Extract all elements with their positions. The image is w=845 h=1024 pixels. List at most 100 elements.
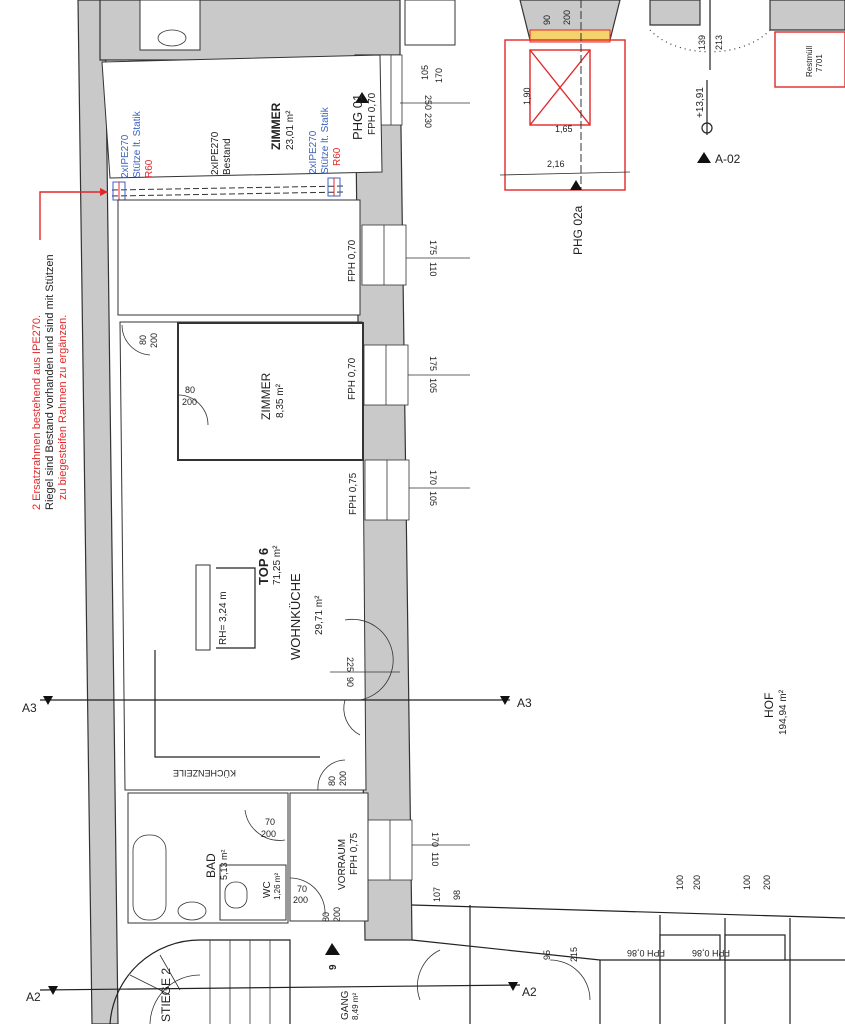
beam-label: Stütze lt. Statik — [132, 110, 143, 178]
section-label: PHG 02a — [571, 205, 585, 255]
dimension: FPH 0,75 — [348, 472, 359, 515]
dimension: 1,90 — [522, 87, 532, 105]
dimension: 80 — [138, 335, 148, 345]
a02-marker-icon — [697, 152, 711, 163]
section-marker-icon — [500, 696, 510, 705]
room-name: HOF — [762, 693, 776, 718]
room-name: GANG — [340, 990, 351, 1020]
dimension: 80 — [321, 912, 331, 922]
outer-wall-left — [77, 0, 119, 1024]
note-text: zu biegesteifen Rahmen zu ergänzen. — [57, 315, 69, 500]
dimension: 139 — [697, 35, 707, 50]
dimension: 200 — [261, 829, 276, 839]
room-area: 29,71 m² — [314, 595, 325, 635]
room-vorraum — [289, 792, 369, 922]
dimension-lines — [330, 102, 470, 846]
dimension: 90 — [345, 677, 355, 687]
dimension: 110 — [428, 262, 438, 276]
dimension: 230 — [423, 113, 433, 128]
dimension: FPH 0,86 — [627, 948, 665, 958]
washbasin-niche — [139, 0, 201, 51]
dimension: 2,16 — [547, 159, 565, 169]
stair-number: 9 — [328, 964, 339, 970]
dimension: 107 — [432, 887, 442, 902]
note-text: Riegel sind Bestand vorhanden und sind m… — [44, 254, 56, 510]
dimension: 80 — [185, 385, 195, 395]
section-label: A2 — [522, 985, 537, 999]
niche — [404, 0, 456, 46]
dimensions: 105 170 250 230 175 110 175 105 170 105 … — [138, 10, 772, 962]
dimension: 95 — [542, 950, 552, 960]
dimension: 200 — [692, 875, 702, 890]
shaft — [499, 0, 845, 191]
beam-line — [111, 191, 346, 197]
dimension: 100 — [742, 875, 752, 890]
dimension: 170 — [430, 832, 440, 847]
windows — [361, 54, 413, 881]
dimension: 110 — [430, 852, 440, 866]
section-marker-icon — [48, 986, 58, 995]
label-frame — [216, 567, 256, 649]
dimension: FPH 0,70 — [367, 92, 378, 135]
room-area: 23,01 m² — [285, 110, 296, 150]
room-upper — [117, 199, 361, 316]
kitchen-counter — [154, 650, 320, 758]
section-label: A3 — [22, 701, 37, 715]
dimension: 105 — [428, 491, 438, 506]
room-label: KÜCHENZEILE — [173, 768, 236, 778]
dimension: 250 — [423, 95, 433, 110]
dimension: 175 — [428, 356, 438, 371]
dimension: 225 — [345, 657, 355, 672]
bin-number: 7701 — [815, 54, 824, 72]
room-name: BAD — [204, 853, 218, 878]
dimension: 98 — [452, 890, 462, 900]
toilet-icon — [224, 881, 248, 909]
room-area: 194,94 m² — [778, 689, 789, 735]
callout-line — [39, 191, 108, 240]
stair-arrow-icon — [325, 943, 340, 955]
section-marker-icon — [508, 982, 518, 991]
dimension: 200 — [762, 875, 772, 890]
dimension: 170 — [434, 68, 444, 83]
room-name: VORRAUM — [337, 839, 348, 890]
furniture — [195, 564, 211, 651]
dimension: 105 — [420, 65, 430, 80]
section-label: A3 — [517, 696, 532, 710]
beam-label: Stütze lt. Statik — [320, 106, 331, 174]
beam-label: 2xIPE270 — [210, 131, 221, 175]
section-marker-icon — [43, 696, 53, 705]
section-a2-line — [39, 984, 521, 991]
dimension: 70 — [265, 817, 275, 827]
room-name: WOHNKÜCHE — [288, 573, 303, 660]
door-swing — [244, 809, 286, 841]
dimension: 1,65 — [555, 124, 573, 134]
bathtub-icon — [132, 834, 167, 921]
hof-structures — [411, 904, 845, 1024]
room-wc — [219, 864, 287, 921]
dimension: 215 — [569, 947, 579, 962]
dimension: FPH 0,75 — [349, 832, 360, 875]
beam-label: Bestand — [222, 138, 233, 175]
section-label: A2 — [26, 990, 41, 1004]
dimension: 170 — [428, 470, 438, 485]
sink-icon — [177, 901, 207, 921]
door-swing — [289, 877, 326, 916]
dimension: 213 — [714, 35, 724, 50]
beam-line — [111, 185, 346, 191]
bin-label: Restmüll — [805, 46, 814, 77]
dimension: 200 — [332, 907, 342, 922]
room-zimmer-mid — [177, 322, 364, 461]
ceiling-height: RH= 3,24 m — [218, 591, 229, 645]
dimension: 200 — [293, 895, 308, 905]
section-label: PHG 01 — [350, 94, 365, 140]
beam-label: R60 — [332, 147, 343, 166]
dimension: 90 — [542, 15, 552, 25]
dimension: FPH 0,86 — [692, 948, 730, 958]
door-swings — [121, 324, 394, 791]
unit-name: TOP 6 — [256, 548, 271, 585]
dimension: FPH 0,70 — [347, 357, 358, 400]
stair-label: STIEGE 2 — [159, 968, 173, 1022]
dimension: 200 — [182, 397, 197, 407]
room-area: 8,49 m² — [351, 993, 360, 1020]
